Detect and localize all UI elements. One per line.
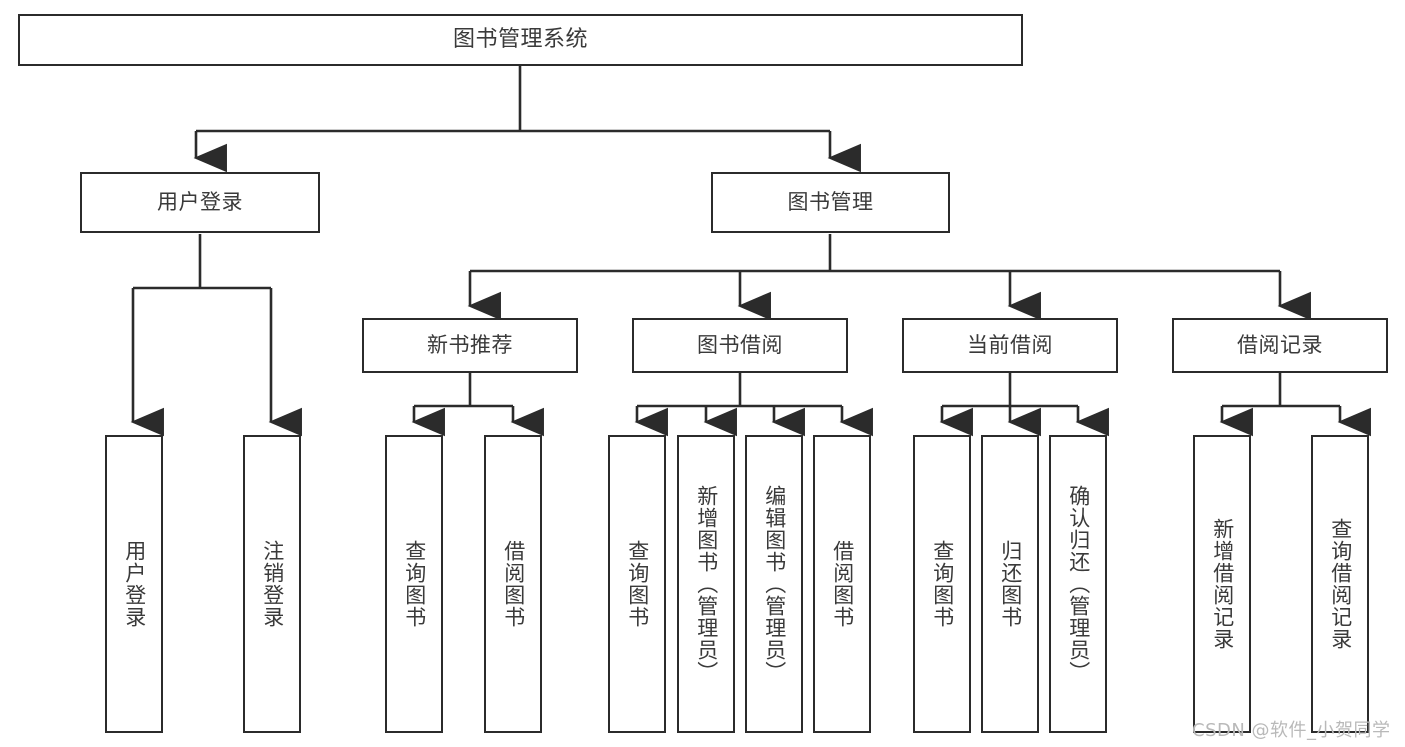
node-label: 图书管理: [787, 189, 874, 214]
leaf-book-borrow-query[interactable]: 查询图书: [608, 435, 666, 733]
node-book-management[interactable]: 图书管理: [711, 172, 950, 233]
node-label: 图书管理系统: [452, 26, 588, 52]
node-label: 用户登录: [122, 540, 147, 628]
leaf-new-book-borrow[interactable]: 借阅图书: [484, 435, 542, 733]
node-label: 编辑图书（管理员）: [762, 485, 787, 683]
leaf-borrow-record-add[interactable]: 新增借阅记录: [1193, 435, 1251, 733]
node-label: 查询借阅记录: [1328, 518, 1353, 650]
leaf-current-borrow-query[interactable]: 查询图书: [913, 435, 971, 733]
leaf-current-borrow-confirm-return[interactable]: 确认归还（管理员）: [1049, 435, 1107, 733]
watermark-csdn: CSDN @软件_小贺同学: [1192, 720, 1391, 741]
node-current-borrow[interactable]: 当前借阅: [902, 318, 1118, 373]
node-label: 新书推荐: [427, 332, 513, 357]
node-label: 借阅记录: [1237, 332, 1323, 357]
node-label: 新增借阅记录: [1210, 518, 1235, 650]
leaf-borrow-record-query[interactable]: 查询借阅记录: [1311, 435, 1369, 733]
node-label: 注销登录: [260, 540, 285, 628]
node-user-login[interactable]: 用户登录: [80, 172, 320, 233]
leaf-book-borrow-add[interactable]: 新增图书（管理员）: [677, 435, 735, 733]
node-label: 查询图书: [625, 540, 650, 628]
node-book-borrow[interactable]: 图书借阅: [632, 318, 848, 373]
node-new-book-recommend[interactable]: 新书推荐: [362, 318, 578, 373]
leaf-book-borrow-borrow[interactable]: 借阅图书: [813, 435, 871, 733]
node-root-book-management-system[interactable]: 图书管理系统: [18, 14, 1023, 66]
node-label: 新增图书（管理员）: [694, 485, 719, 683]
node-label: 查询图书: [930, 540, 955, 628]
node-label: 归还图书: [998, 540, 1023, 628]
leaf-new-book-query[interactable]: 查询图书: [385, 435, 443, 733]
node-label: 当前借阅: [967, 332, 1053, 357]
leaf-book-borrow-edit[interactable]: 编辑图书（管理员）: [745, 435, 803, 733]
leaf-user-login-logout[interactable]: 注销登录: [243, 435, 301, 733]
node-label: 用户登录: [157, 189, 243, 214]
node-borrow-record[interactable]: 借阅记录: [1172, 318, 1388, 373]
node-label: 查询图书: [402, 540, 427, 628]
leaf-current-borrow-return[interactable]: 归还图书: [981, 435, 1039, 733]
node-label: 借阅图书: [830, 540, 855, 628]
node-label: 图书借阅: [697, 332, 783, 357]
leaf-user-login-login[interactable]: 用户登录: [105, 435, 163, 733]
node-label: 确认归还（管理员）: [1066, 485, 1091, 683]
node-label: 借阅图书: [501, 540, 526, 628]
